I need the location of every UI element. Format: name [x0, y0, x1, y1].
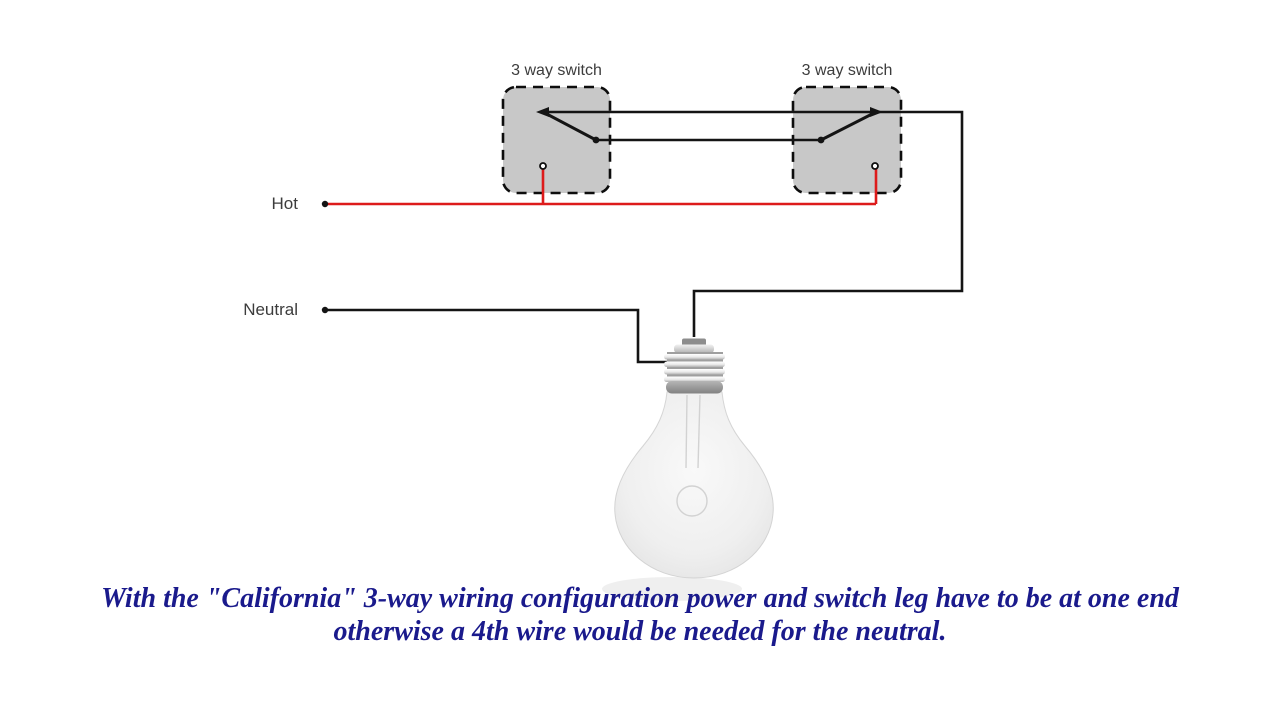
caption: With the "California" 3-way wiring confi…	[0, 582, 1280, 648]
switch-lever-right	[820, 110, 877, 142]
switch-label-right: 3 way switch	[801, 62, 893, 79]
bulb-collar	[666, 381, 723, 394]
lever-dot-left	[592, 136, 600, 144]
bulb-threads	[664, 354, 725, 382]
bulb-reflection	[602, 577, 742, 601]
lever-arrow-right	[870, 107, 883, 117]
caption-line-2: otherwise a 4th wire would be needed for…	[333, 616, 947, 647]
bulb-base-cap	[674, 344, 714, 353]
hot-label: Hot	[271, 194, 298, 213]
switch-label-left: 3 way switch	[511, 62, 602, 79]
terminal-right	[871, 162, 879, 170]
bulb-glass	[614, 391, 774, 579]
hot-wire-end-dot	[321, 200, 329, 208]
neutral-label: Neutral	[243, 300, 298, 319]
traveler-wire-top-and-switch-leg	[543, 110, 964, 337]
caption-line-1: With the "California" 3-way wiring confi…	[101, 583, 1179, 614]
light-bulb	[614, 338, 774, 579]
switch-lever-left	[542, 110, 597, 142]
neutral-wire	[325, 308, 667, 364]
hot-wire	[325, 168, 878, 206]
neutral-wire-end-dot	[321, 306, 329, 314]
terminal-left	[539, 162, 547, 170]
lever-dot-right	[817, 136, 825, 144]
lever-arrow-left	[536, 107, 549, 117]
bulb-filament	[676, 394, 708, 517]
